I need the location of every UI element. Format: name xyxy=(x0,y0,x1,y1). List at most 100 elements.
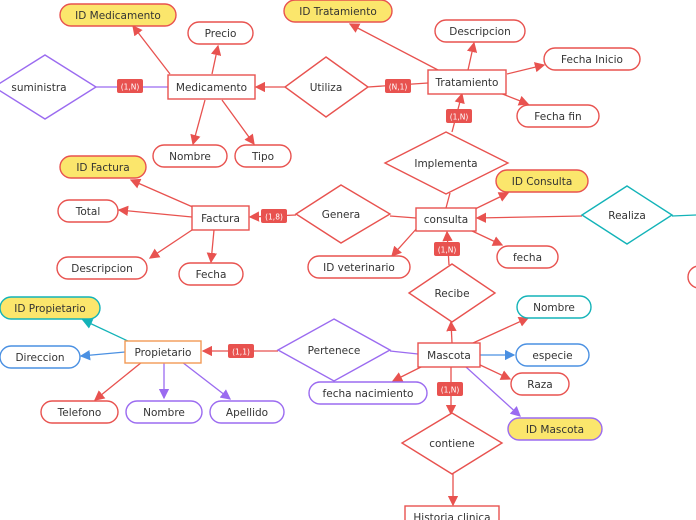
link-med-tipo xyxy=(221,99,255,146)
attribute-fecha-fin[interactable]: Fecha fin xyxy=(516,104,600,128)
relationship-genera[interactable]: Genera xyxy=(294,184,392,244)
attribute-raza[interactable]: Raza xyxy=(510,372,570,396)
link-factura-desc xyxy=(148,227,196,259)
attribute-id-veterinario[interactable]: ID veterinario xyxy=(307,255,411,279)
attribute-nombre-propietario[interactable]: Nombre xyxy=(125,400,203,424)
relationship-utiliza-label: Utiliza xyxy=(310,82,343,94)
attribute-id-medicamento-label: ID Medicamento xyxy=(75,10,161,22)
attribute-id-tratamiento-label: ID Tratamiento xyxy=(299,6,377,18)
attribute-id-propietario[interactable]: ID Propietario xyxy=(0,296,101,320)
cardinality-suministra-label: (1,N) xyxy=(121,83,140,92)
link-prop-telefono xyxy=(93,361,143,401)
attribute-precio-label: Precio xyxy=(205,28,237,40)
attribute-id-mascota[interactable]: ID Mascota xyxy=(507,417,603,441)
link-realiza-consulta xyxy=(475,212,583,224)
attribute-nombre-masc-label: Nombre xyxy=(533,302,575,314)
attribute-descripcion-fac-label: Descripcion xyxy=(71,263,132,275)
attribute-descripcion-trat-label: Descripcion xyxy=(449,26,510,38)
attribute-apellido[interactable]: Apellido xyxy=(209,400,285,424)
entity-propietario[interactable]: Propietario xyxy=(124,340,202,364)
entity-propietario-label: Propietario xyxy=(135,347,192,359)
entity-consulta[interactable]: consulta xyxy=(415,207,477,232)
attribute-fecha-fac-label: Fecha xyxy=(196,269,227,281)
attribute-fecha-inicio[interactable]: Fecha Inicio xyxy=(543,47,641,71)
relationship-recibe[interactable]: Recibe xyxy=(407,263,497,323)
attribute-fecha-factura[interactable]: Fecha xyxy=(178,262,244,286)
cardinality-recibe-consulta: (1,N) xyxy=(434,242,460,256)
link-trat-fechafin xyxy=(499,92,530,106)
entity-medicamento-label: Medicamento xyxy=(176,82,247,94)
cardinality-pertenece-propietario: (1,1) xyxy=(228,344,254,358)
link-mascota-nombre xyxy=(472,317,530,344)
attribute-nombre-prop-label: Nombre xyxy=(143,407,185,419)
attribute-especie[interactable]: especie xyxy=(515,343,590,367)
attribute-id-medicamento[interactable]: ID Medicamento xyxy=(59,3,177,27)
relationship-contiene[interactable]: contiene xyxy=(400,412,504,475)
cardinality-pertenece-label: (1,1) xyxy=(232,348,250,357)
relationship-suministra[interactable]: suministra xyxy=(0,54,98,120)
attribute-tipo-label: Tipo xyxy=(251,151,274,163)
attribute-descripcion-factura[interactable]: Descripcion xyxy=(56,256,148,280)
attribute-fecha-consulta[interactable]: fecha xyxy=(496,245,559,269)
link-genera-consulta xyxy=(389,215,417,219)
relationship-realiza[interactable]: Realiza xyxy=(580,185,674,245)
attribute-telefono[interactable]: Telefono xyxy=(40,400,119,424)
attribute-fecha-nacimiento-label: fecha nacimiento xyxy=(323,388,414,400)
cardinality-utiliza-tratamiento: (N,1) xyxy=(385,79,411,93)
attribute-total[interactable]: Total xyxy=(57,199,119,223)
entity-mascota[interactable]: Mascota xyxy=(417,342,481,368)
attribute-id-factura[interactable]: ID Factura xyxy=(59,155,147,179)
attribute-id-consulta-label: ID Consulta xyxy=(512,176,573,188)
relationship-recibe-label: Recibe xyxy=(434,288,469,300)
attribute-apellido-label: Apellido xyxy=(226,407,268,419)
link-prop-apellido xyxy=(181,361,232,400)
relationship-genera-label: Genera xyxy=(322,209,360,221)
attribute-id-consulta[interactable]: ID Consulta xyxy=(495,169,589,193)
attribute-id-factura-label: ID Factura xyxy=(76,162,129,174)
link-mascota-raza xyxy=(477,363,512,380)
entity-tratamiento-label: Tratamiento xyxy=(435,77,499,89)
cardinality-suministra-medicamento: (1,N) xyxy=(117,79,143,93)
attribute-descripcion-tratamiento[interactable]: Descripcion xyxy=(434,19,526,43)
relationship-implementa-label: Implementa xyxy=(414,158,477,170)
entity-factura[interactable]: Factura xyxy=(191,205,250,231)
link-trat-fechaini xyxy=(506,62,546,75)
attribute-direccion-label: Direccion xyxy=(15,352,64,364)
attribute-precio[interactable]: Precio xyxy=(187,21,254,45)
relationship-suministra-label: suministra xyxy=(11,82,66,94)
link-med-precio xyxy=(211,44,222,75)
attribute-direccion[interactable]: Direccion xyxy=(0,345,81,369)
entity-tratamiento[interactable]: Tratamiento xyxy=(427,69,507,95)
attribute-fecha-fin-label: Fecha fin xyxy=(534,111,581,123)
attribute-id-tratamiento[interactable]: ID Tratamiento xyxy=(283,0,393,23)
attribute-nombre-medicamento[interactable]: Nombre xyxy=(152,144,228,168)
cardinality-genera-label: (1,8) xyxy=(265,213,283,222)
relationship-contiene-label: contiene xyxy=(429,438,474,450)
link-mascota-pertenece xyxy=(389,350,419,355)
relationship-implementa[interactable]: Implementa xyxy=(383,131,510,195)
link-consulta-idvet xyxy=(391,226,419,257)
relationship-utiliza[interactable]: Utiliza xyxy=(283,56,370,118)
relationship-pertenece[interactable]: Pertenece xyxy=(276,318,392,382)
cardinality-implementa-label: (1,N) xyxy=(450,113,469,122)
link-mascota-recibe xyxy=(446,320,457,344)
cardinality-utiliza-label: (N,1) xyxy=(389,83,408,92)
entity-mascota-label: Mascota xyxy=(427,350,471,362)
link-factura-fecha xyxy=(206,229,218,264)
attribute-nombre-med-label: Nombre xyxy=(169,151,211,163)
attribute-especie-label: especie xyxy=(532,350,572,362)
link-med-nombre xyxy=(190,99,206,146)
link-trat-idtrat xyxy=(348,23,439,71)
cardinality-recibe-label: (1,N) xyxy=(438,246,457,255)
entity-medicamento[interactable]: Medicamento xyxy=(167,74,256,100)
entity-historia-clinica[interactable]: Historia clinica xyxy=(404,505,500,520)
attribute-nombre-mascota[interactable]: Nombre xyxy=(516,295,592,319)
cardinality-contiene-label: (1,N) xyxy=(441,386,460,395)
entity-historia-label: Historia clinica xyxy=(413,512,490,520)
attribute-fecha-nacimiento[interactable]: fecha nacimiento xyxy=(308,381,428,405)
attribute-tipo[interactable]: Tipo xyxy=(234,144,292,168)
attribute-id-propietario-label: ID Propietario xyxy=(14,303,85,315)
relationship-pertenece-label: Pertenece xyxy=(308,345,361,357)
